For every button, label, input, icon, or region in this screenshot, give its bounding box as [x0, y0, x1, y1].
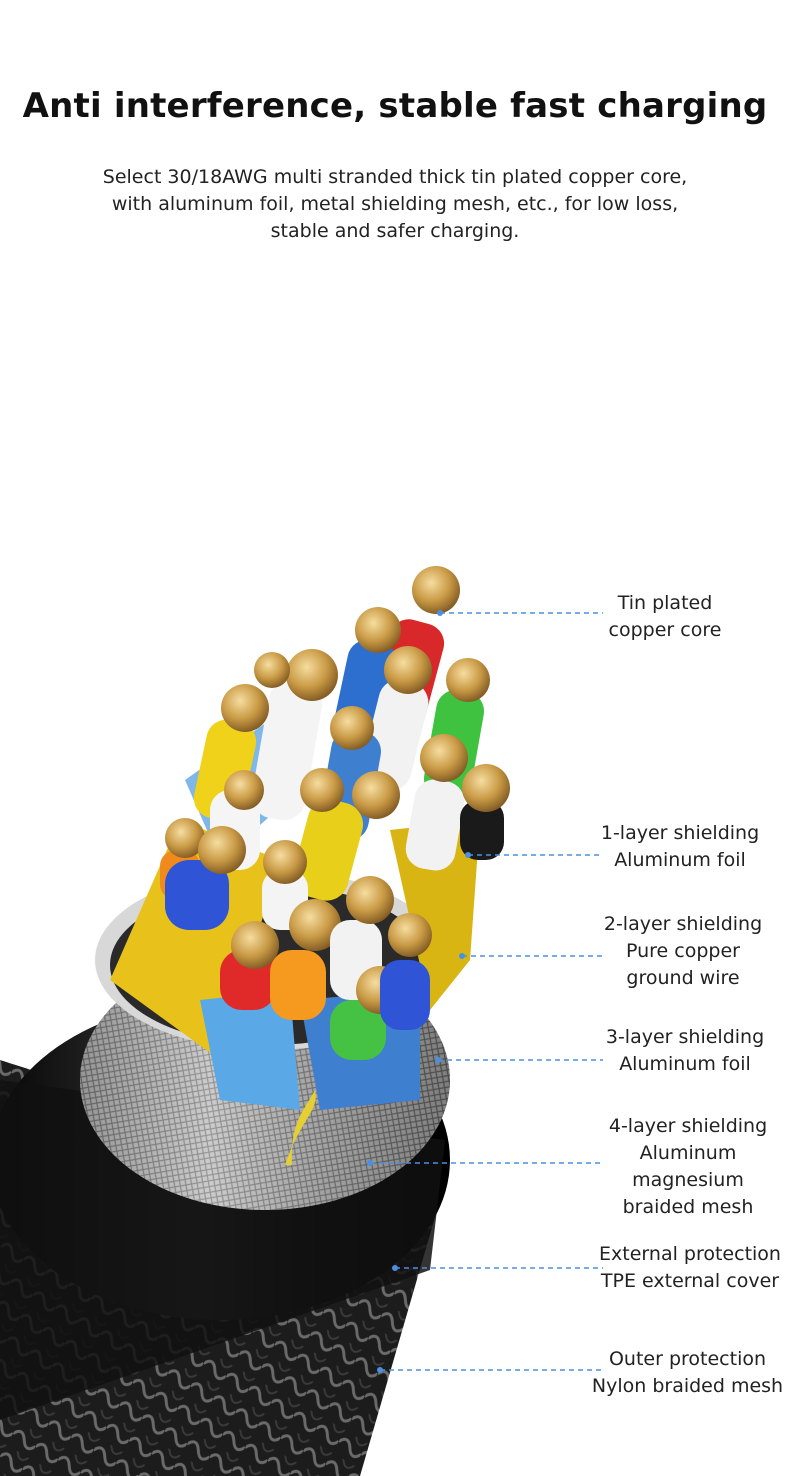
callout-line: Nylon braided mesh	[591, 1375, 784, 1397]
callout-1-layer-shielding: 1-layer shielding Aluminum foil	[595, 820, 765, 874]
callout-line: 1-layer shielding	[600, 822, 760, 844]
callout-line: External protection	[599, 1243, 781, 1265]
conductor-group	[160, 566, 510, 1060]
callout-2-layer-shielding: 2-layer shielding Pure copper ground wir…	[598, 911, 768, 992]
subtitle-line: Select 30/18AWG multi stranded thick tin…	[102, 166, 688, 188]
callout-outer-protection: Outer protection Nylon braided mesh	[590, 1346, 785, 1400]
page-subtitle: Select 30/18AWG multi stranded thick tin…	[95, 164, 695, 245]
callout-line: copper core	[608, 619, 722, 641]
leader-lines	[370, 612, 603, 1371]
callout-line: TPE external cover	[600, 1270, 780, 1292]
callout-line: 4-layer shielding	[608, 1115, 768, 1137]
callout-3-layer-shielding: 3-layer shielding Aluminum foil	[600, 1024, 770, 1078]
leader-dots	[367, 610, 471, 1373]
callout-external-protection: External protection TPE external cover	[595, 1241, 785, 1295]
callout-line: Tin plated	[617, 592, 713, 614]
subtitle-line: with aluminum foil, metal shielding mesh…	[111, 193, 679, 215]
callout-line: Aluminum foil	[614, 849, 746, 871]
callout-line: Aluminum	[639, 1142, 737, 1164]
callout-line: Outer protection	[608, 1348, 767, 1370]
page-title: Anti interference, stable fast charging	[22, 86, 768, 126]
callout-tin-plated-copper-core: Tin plated copper core	[595, 590, 735, 644]
callout-line: braided mesh	[622, 1196, 754, 1218]
callout-line: 3-layer shielding	[605, 1026, 765, 1048]
callout-line: magnesium	[632, 1169, 744, 1191]
subtitle-line: stable and safer charging.	[270, 220, 520, 242]
callout-line: Aluminum foil	[619, 1053, 751, 1075]
callout-line: 2-layer shielding	[603, 913, 763, 935]
callout-line: ground wire	[626, 967, 740, 989]
callout-line: Pure copper	[626, 940, 740, 962]
callout-4-layer-shielding: 4-layer shielding Aluminum magnesium bra…	[603, 1113, 773, 1221]
